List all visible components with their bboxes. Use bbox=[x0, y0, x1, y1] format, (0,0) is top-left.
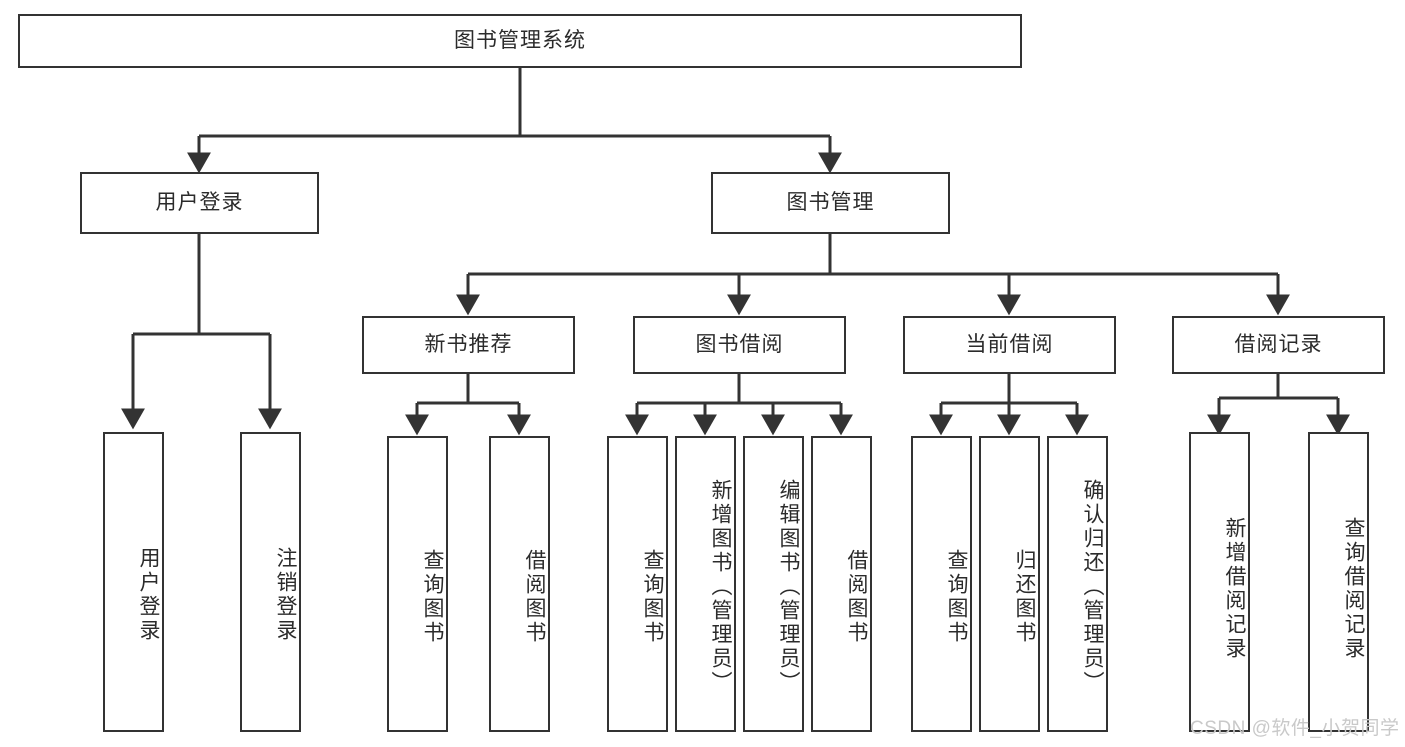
leaf-book-borrow-2[interactable]: 新增图书（管理员） bbox=[675, 436, 736, 732]
leaf-current-borrow-2[interactable]: 归还图书 bbox=[979, 436, 1040, 732]
node-new-book-recommend[interactable]: 新书推荐 bbox=[362, 316, 575, 374]
node-user-login-label: 用户登录 bbox=[155, 191, 244, 215]
node-borrow-record[interactable]: 借阅记录 bbox=[1172, 316, 1385, 374]
leaf-label: 借阅图书 bbox=[845, 549, 868, 645]
leaf-label: 用户登录 bbox=[137, 547, 160, 643]
leaf-label: 查询图书 bbox=[641, 549, 664, 645]
leaf-borrow-record-1[interactable]: 新增借阅记录 bbox=[1189, 432, 1250, 732]
leaf-label: 新增借阅记录 bbox=[1223, 517, 1246, 661]
leaf-current-borrow-3[interactable]: 确认归还（管理员） bbox=[1047, 436, 1108, 732]
leaf-book-borrow-1[interactable]: 查询图书 bbox=[607, 436, 668, 732]
leaf-book-borrow-3[interactable]: 编辑图书（管理员） bbox=[743, 436, 804, 732]
node-root-label: 图书管理系统 bbox=[454, 29, 586, 53]
leaf-label: 查询图书 bbox=[421, 549, 444, 645]
leaf-book-borrow-4[interactable]: 借阅图书 bbox=[811, 436, 872, 732]
leaf-label: 新增图书（管理员） bbox=[709, 479, 732, 695]
node-borrow-record-label: 借阅记录 bbox=[1234, 333, 1323, 357]
node-book-borrow-label: 图书借阅 bbox=[695, 333, 784, 357]
leaf-label: 借阅图书 bbox=[523, 549, 546, 645]
leaf-user-login-1[interactable]: 用户登录 bbox=[103, 432, 164, 732]
node-root[interactable]: 图书管理系统 bbox=[18, 14, 1022, 68]
leaf-label: 编辑图书（管理员） bbox=[777, 479, 800, 695]
node-current-borrow-label: 当前借阅 bbox=[965, 333, 1054, 357]
node-current-borrow[interactable]: 当前借阅 bbox=[903, 316, 1116, 374]
node-book-borrow[interactable]: 图书借阅 bbox=[633, 316, 846, 374]
leaf-new-book-1[interactable]: 查询图书 bbox=[387, 436, 448, 732]
node-book-manage[interactable]: 图书管理 bbox=[711, 172, 950, 234]
leaf-label: 查询借阅记录 bbox=[1342, 517, 1365, 661]
leaf-borrow-record-2[interactable]: 查询借阅记录 bbox=[1308, 432, 1369, 732]
leaf-new-book-2[interactable]: 借阅图书 bbox=[489, 436, 550, 732]
node-new-book-recommend-label: 新书推荐 bbox=[424, 333, 513, 357]
leaf-label: 确认归还（管理员） bbox=[1081, 479, 1104, 695]
leaf-label: 查询图书 bbox=[945, 549, 968, 645]
csdn-watermark: CSDN @软件_小贺同学 bbox=[1190, 718, 1400, 739]
node-user-login[interactable]: 用户登录 bbox=[80, 172, 319, 234]
leaf-user-login-2[interactable]: 注销登录 bbox=[240, 432, 301, 732]
leaf-current-borrow-1[interactable]: 查询图书 bbox=[911, 436, 972, 732]
leaf-label: 注销登录 bbox=[274, 547, 297, 643]
leaf-label: 归还图书 bbox=[1013, 549, 1036, 645]
node-book-manage-label: 图书管理 bbox=[786, 191, 875, 215]
